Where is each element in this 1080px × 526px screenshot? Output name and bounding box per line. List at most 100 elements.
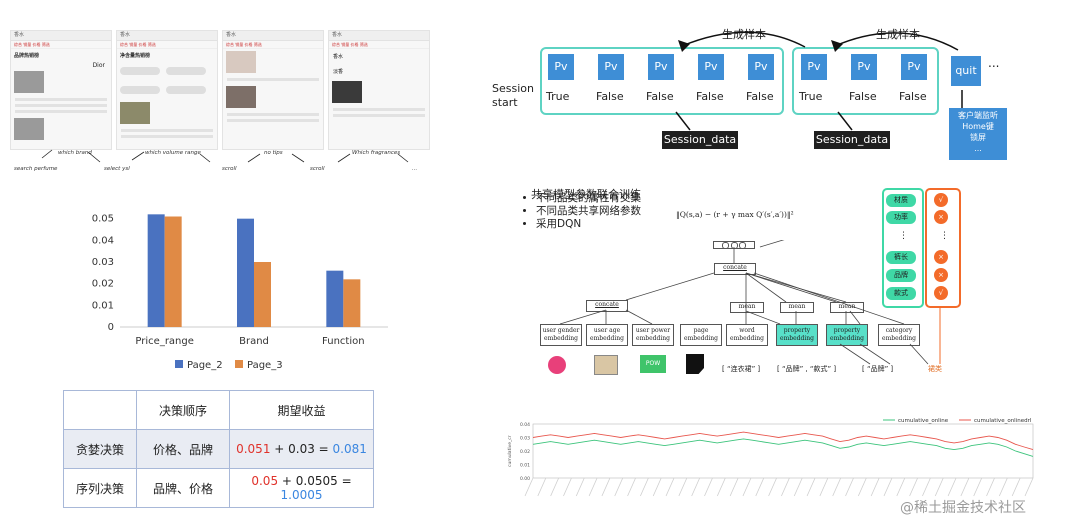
- search-bar: 香水: [329, 31, 429, 41]
- embedding-label: embedding: [636, 334, 670, 342]
- screen-title: 品牌热销榜: [14, 53, 40, 59]
- y-tick-label: 0.04: [520, 422, 530, 428]
- legend-swatch: [175, 360, 183, 368]
- plot-frame: [532, 423, 1034, 479]
- x-tick-mark: [563, 477, 572, 497]
- mean-node: mean: [830, 302, 864, 313]
- embedding-label: category: [885, 327, 913, 334]
- attribute-pill: 款式: [886, 287, 916, 300]
- attribute-ellipsis: ⋮: [899, 231, 908, 241]
- reward-dot: ×: [934, 268, 948, 282]
- x-tick-mark: [614, 477, 624, 497]
- table-cell: 贪婪决策: [63, 429, 137, 469]
- x-tick-mark: [960, 477, 970, 497]
- x-tick-mark: [857, 477, 867, 497]
- quit-node: quit: [951, 56, 981, 86]
- filter-tabs: 综合 销量 价格 筛选: [11, 41, 111, 49]
- table-header-cell: [63, 390, 137, 430]
- y-tick-label: 0.02: [520, 449, 530, 455]
- x-tick-mark: [588, 477, 598, 497]
- caption: which brand: [58, 150, 92, 156]
- bar: [326, 270, 344, 327]
- x-tick-mark: [575, 477, 585, 497]
- bar: [147, 214, 165, 327]
- embedding-label: embedding: [684, 334, 718, 342]
- x-tick-mark: [883, 477, 893, 497]
- value-total: 0.081: [332, 442, 367, 456]
- attribute-pill: 裤长: [886, 251, 916, 264]
- reward-dot: √: [934, 286, 948, 300]
- x-tick-label: Price_range: [135, 336, 193, 347]
- pv-node: Pv: [698, 54, 724, 80]
- caption: select ysl: [104, 166, 130, 172]
- session-data-label: Session_data: [662, 131, 738, 149]
- caption: search perfume: [14, 166, 58, 172]
- table-cell: 0.051 + 0.03 = 0.081: [229, 429, 374, 469]
- filter-option: 香水: [333, 54, 344, 60]
- product-image: [14, 118, 44, 140]
- legend-label: Page_3: [247, 360, 283, 371]
- callout-line: ...: [974, 144, 982, 153]
- x-tick-mark: [793, 477, 803, 497]
- table-header-cell: 期望收益: [229, 390, 374, 430]
- x-tick-label: Function: [322, 336, 365, 347]
- callout-line: 客户端监听: [958, 111, 998, 120]
- embedding-label: property: [783, 327, 811, 334]
- ellipsis: ...: [988, 56, 1000, 70]
- pv-result-label: False: [899, 90, 927, 103]
- pv-node: Pv: [851, 54, 877, 80]
- x-tick-label: Brand: [239, 336, 269, 347]
- power-up-icon: POW: [640, 355, 666, 373]
- table-cell: 0.05 + 0.0505 = 1.0005: [229, 468, 374, 508]
- attribute-column: [882, 188, 924, 308]
- embedding-label: embedding: [882, 334, 916, 342]
- x-tick-mark: [691, 477, 701, 497]
- legend-label: cumulative_onlinedrl: [974, 418, 1032, 424]
- reward-column: [925, 188, 961, 308]
- table-header-row: 决策顺序 期望收益: [63, 390, 374, 430]
- table-row: 序列决策 品牌、价格 0.05 + 0.0505 = 1.0005: [63, 468, 374, 508]
- embedding-label: user power: [635, 327, 671, 334]
- x-tick-mark: [1024, 477, 1034, 497]
- mean-node: mean: [730, 302, 764, 313]
- reward-dot: √: [934, 193, 948, 207]
- callout-line: Home键: [962, 122, 994, 131]
- table-cell: 品牌、价格: [136, 468, 230, 508]
- model-connectors: [559, 240, 941, 365]
- pv-node: Pv: [748, 54, 774, 80]
- x-tick-mark: [832, 477, 842, 497]
- x-tick-mark: [998, 477, 1008, 497]
- phone-screen-2: 香水 综合 销量 价格 筛选 净含量热销榜: [116, 30, 218, 150]
- filter-tabs: 综合 销量 价格 筛选: [329, 41, 429, 49]
- caption: scroll: [222, 166, 237, 172]
- x-tick-mark: [652, 477, 662, 497]
- bar: [237, 218, 254, 327]
- x-tick-mark: [640, 477, 649, 497]
- x-tick-mark: [1011, 477, 1021, 497]
- pv-result-label: False: [746, 90, 774, 103]
- session-group-2: [792, 47, 939, 115]
- product-image: [14, 71, 44, 93]
- x-tick-mark: [922, 477, 931, 497]
- attribute-pill: 品牌: [886, 269, 916, 282]
- x-tick-mark: [806, 477, 816, 497]
- y-tick-label: 0.01: [520, 463, 530, 469]
- x-tick-mark: [742, 477, 752, 497]
- caption-arrows: [41, 149, 409, 163]
- caption: ...: [412, 166, 418, 172]
- table-cell: 序列决策: [63, 468, 137, 508]
- filter-tabs: 综合 销量 价格 筛选: [223, 41, 323, 49]
- embedding-label: word: [739, 327, 755, 334]
- reward-ellipsis: ⋮: [940, 231, 949, 241]
- y-tick-label: 0.03: [92, 257, 114, 268]
- category-quote: 裙类: [928, 365, 942, 373]
- session-group-1: [540, 47, 784, 115]
- dqn-loss-formula: ‖Q(s,a) − (r + γ max Q′(s′,a′))‖²: [676, 210, 794, 219]
- pv-result-label: False: [646, 90, 674, 103]
- x-tick-mark: [550, 477, 560, 497]
- x-tick-mark: [819, 477, 829, 497]
